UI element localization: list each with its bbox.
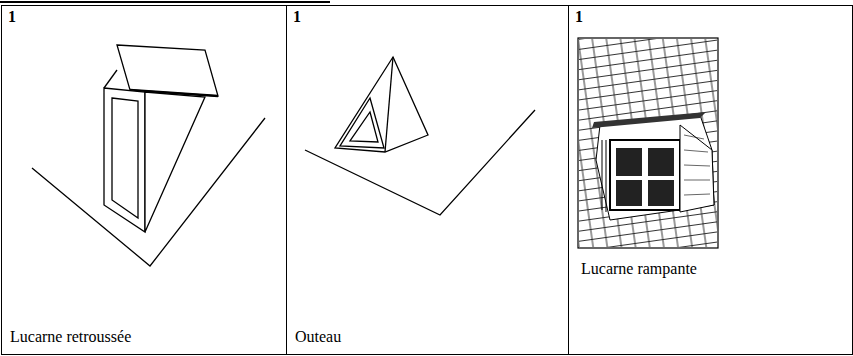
heading-rule [0, 1, 330, 3]
dormer-drawing [32, 45, 265, 266]
rampante-illustration [578, 38, 718, 248]
caption: Outeau [295, 328, 341, 346]
callout-number: 1 [293, 8, 301, 26]
panel-cell: 1Outeau [286, 5, 569, 355]
caption: Lucarne retroussée [10, 328, 131, 346]
outeau-drawing [305, 57, 535, 215]
caption: Lucarne rampante [581, 260, 697, 278]
panel-cell: 1Lucarne retroussée [1, 5, 287, 355]
callout-number: 1 [8, 8, 16, 26]
panel-cell: 1Lucarne rampante [568, 5, 853, 355]
callout-number: 1 [575, 8, 583, 26]
